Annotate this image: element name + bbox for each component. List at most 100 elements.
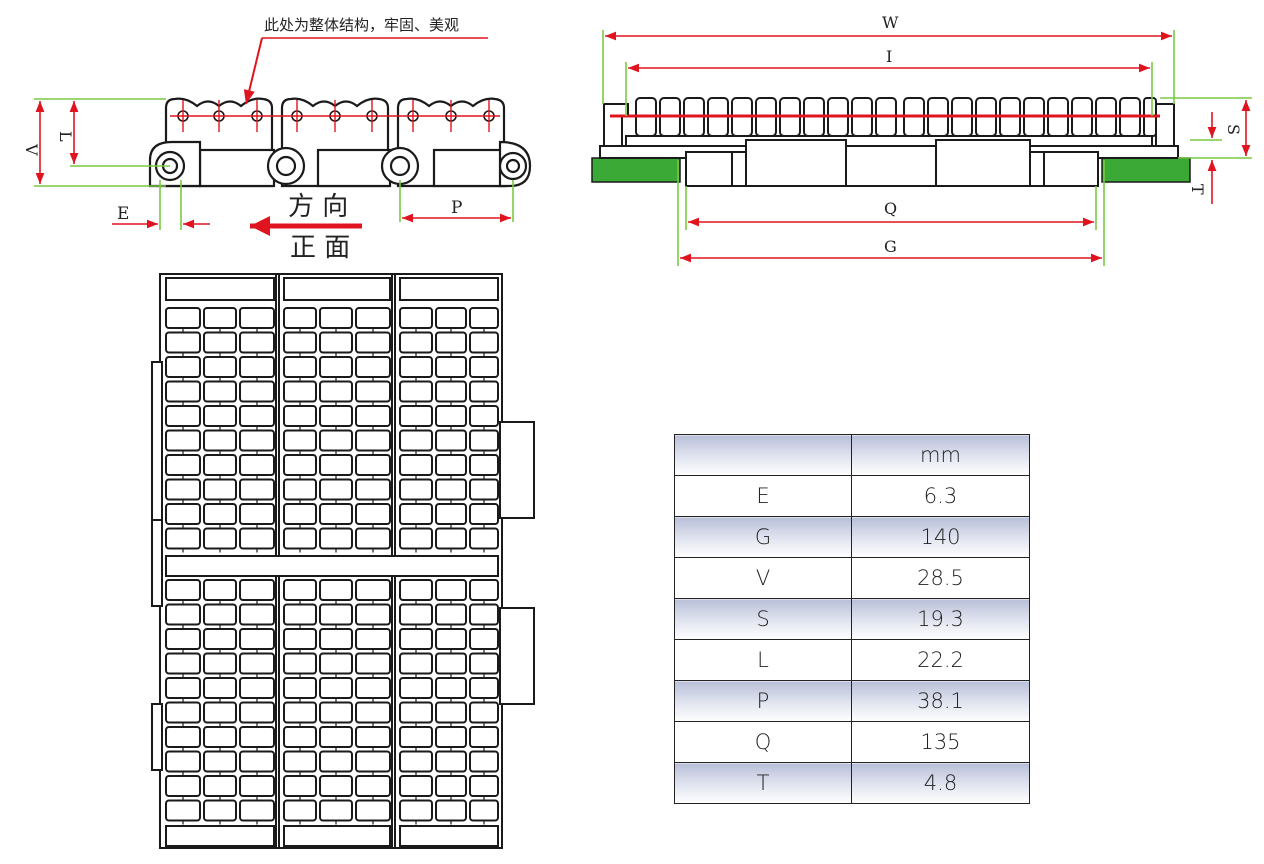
side-view-centerlines [170,100,500,132]
belt-cell [399,799,433,822]
belt-cell [355,307,391,329]
table-row: T 4.8 [674,762,1030,804]
table-row: Q 135 [674,721,1030,763]
belt-cell [399,478,433,501]
belt-cell [165,454,201,476]
wear-strip-left [591,157,681,183]
belt-cell [399,331,433,354]
row-label: Q [674,721,852,763]
belt-cell [435,503,467,525]
belt-cell [355,652,391,675]
belt-cell [239,429,275,452]
belt-cell [319,579,353,601]
belt-cell [203,628,237,650]
belt-cell [165,579,201,601]
belt-cell [355,775,391,797]
belt-cell [435,380,467,403]
belt-cell [239,380,275,403]
belt-cell [165,750,201,773]
belt-cell [399,775,433,797]
belt-cell [283,478,317,501]
belt-cell [239,331,275,354]
belt-cell [435,628,467,650]
belt-cell [319,356,353,378]
belt-cell [283,380,317,403]
belt-cell [165,331,201,354]
label-e: E [117,204,129,224]
belt-cell [239,307,275,329]
label-s: S [1224,124,1243,135]
belt-cell [283,405,317,427]
belt-cell [399,628,433,650]
belt-cell [355,331,391,354]
belt-cell [203,307,237,329]
belt-cell [239,503,275,525]
belt-cell [355,750,391,773]
belt-cell [203,356,237,378]
belt-cell [165,603,201,626]
belt-cell [203,775,237,797]
belt-cell [469,380,499,403]
belt-cell [319,750,353,773]
belt-cell [203,405,237,427]
belt-cell [203,677,237,699]
belt-cell [469,701,499,724]
belt-cell [203,331,237,354]
belt-cell [165,701,201,724]
belt-cell [399,527,433,550]
belt-cell [435,775,467,797]
belt-cell [469,356,499,378]
label-i: I [886,47,892,66]
belt-cell [319,652,353,675]
belt-cell [469,503,499,525]
belt-cell [203,603,237,626]
belt-cell [399,307,433,329]
belt-cell [399,454,433,476]
belt-cell [283,677,317,699]
belt-cell [399,356,433,378]
belt-cell [435,603,467,626]
belt-cell [319,478,353,501]
belt-cell [469,405,499,427]
belt-cell [355,579,391,601]
row-value: 4.8 [851,762,1030,804]
row-label: S [674,598,852,640]
belt-cell [435,331,467,354]
belt-cell [399,380,433,403]
row-label: G [674,516,852,558]
belt-cell [319,405,353,427]
belt-cell [203,652,237,675]
belt-cell [355,527,391,550]
label-q: Q [884,199,897,218]
belt-cell [469,775,499,797]
side-view-dimensions [35,101,511,229]
belt-cell [399,701,433,724]
header-unit: mm [851,434,1030,476]
belt-cell [165,429,201,452]
belt-cell [239,478,275,501]
row-label: E [674,475,852,517]
belt-cell [239,726,275,748]
belt-cell [399,503,433,525]
belt-cell [203,503,237,525]
belt-cell [469,527,499,550]
belt-cell [239,652,275,675]
belt-cell [435,307,467,329]
belt-cell [435,726,467,748]
plan-view [151,273,535,849]
belt-cell [283,603,317,626]
belt-cell [435,429,467,452]
label-w: W [882,13,899,32]
view-label: 正 面 [290,233,350,263]
belt-cell [469,726,499,748]
belt-cell [319,454,353,476]
row-label: T [674,762,852,804]
belt-cell [435,799,467,822]
belt-cell [319,331,353,354]
belt-cell [319,503,353,525]
belt-cell [283,775,317,797]
table-row: V 28.5 [674,557,1030,599]
side-view-extension-lines [34,98,514,230]
belt-cell [165,799,201,822]
belt-cell [469,307,499,329]
